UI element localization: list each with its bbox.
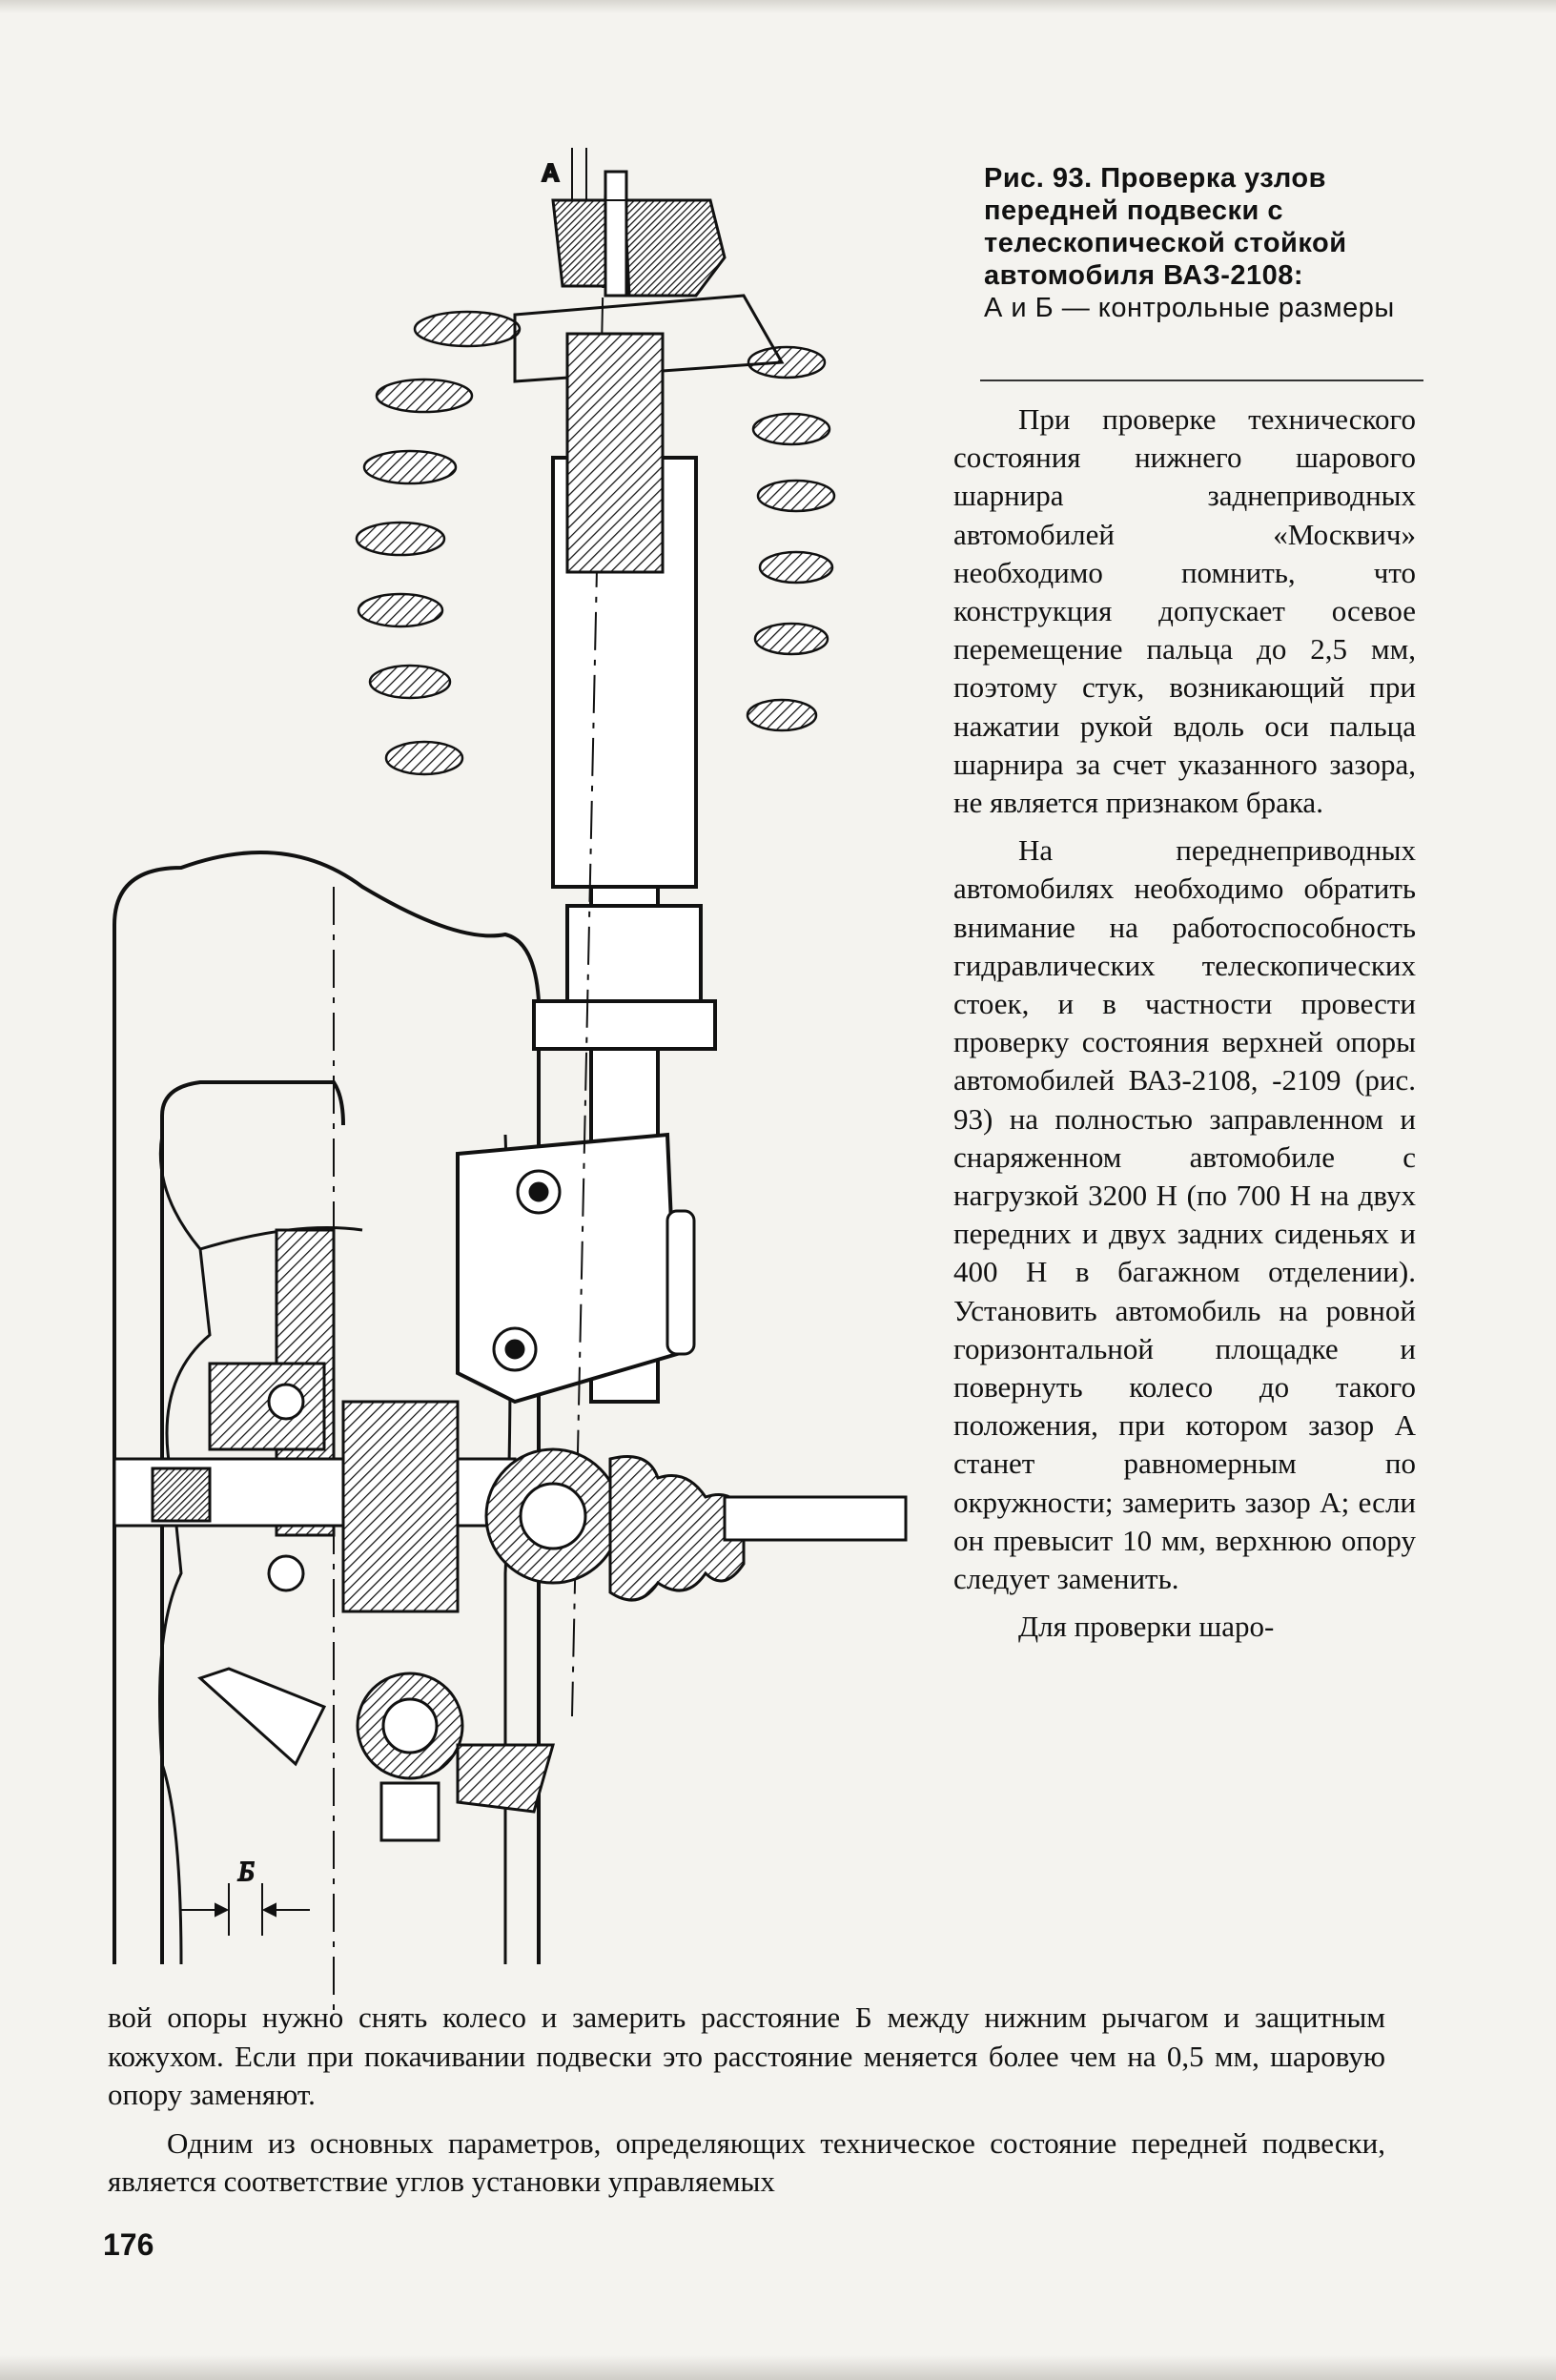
ball-joint [197, 1667, 555, 1842]
caption-divider [980, 380, 1423, 381]
suspension-strut-drawing: А Б [113, 148, 908, 2012]
paragraph: Одним из основных параметров, определяющ… [108, 2125, 1385, 2199]
scan-edge-top [0, 0, 1556, 13]
coil-spring [355, 310, 836, 776]
cv-joint-boot [484, 1447, 908, 1602]
paragraph: На переднеприводных автомобилях необходи… [953, 833, 1416, 1596]
page-number: 176 [103, 2227, 154, 2262]
distance-b-marker: Б [181, 1857, 310, 1936]
caption-title: Рис. 93. Проверка узлов передней подвеск… [984, 163, 1347, 291]
paragraph: При проверке технического состояния нижн… [953, 402, 1416, 820]
strut-body [456, 456, 717, 1405]
caption-note: А и Б — контрольные размеры [984, 293, 1395, 323]
tire-outline [113, 851, 542, 1964]
paragraph: Для проверки шаро- [1018, 1610, 1275, 1644]
label-a: А [542, 158, 560, 187]
gap-a-marker: А [541, 148, 667, 201]
figure-caption: Рис. 93. Проверка узлов передней подвеск… [984, 162, 1423, 324]
steering-knuckle [492, 1169, 696, 1372]
paragraph: вой опоры нужно снять колесо и замерить … [108, 2000, 1385, 2111]
top-mount [513, 170, 785, 574]
label-b: Б [237, 1857, 255, 1887]
side-column-text: При проверке технического состояния нижн… [953, 400, 1416, 1647]
scan-edge-bottom [0, 2355, 1556, 2380]
full-width-text: вой опоры нужно снять колесо и замерить … [108, 1999, 1385, 2202]
hub-bearing-assembly [113, 1228, 517, 1613]
